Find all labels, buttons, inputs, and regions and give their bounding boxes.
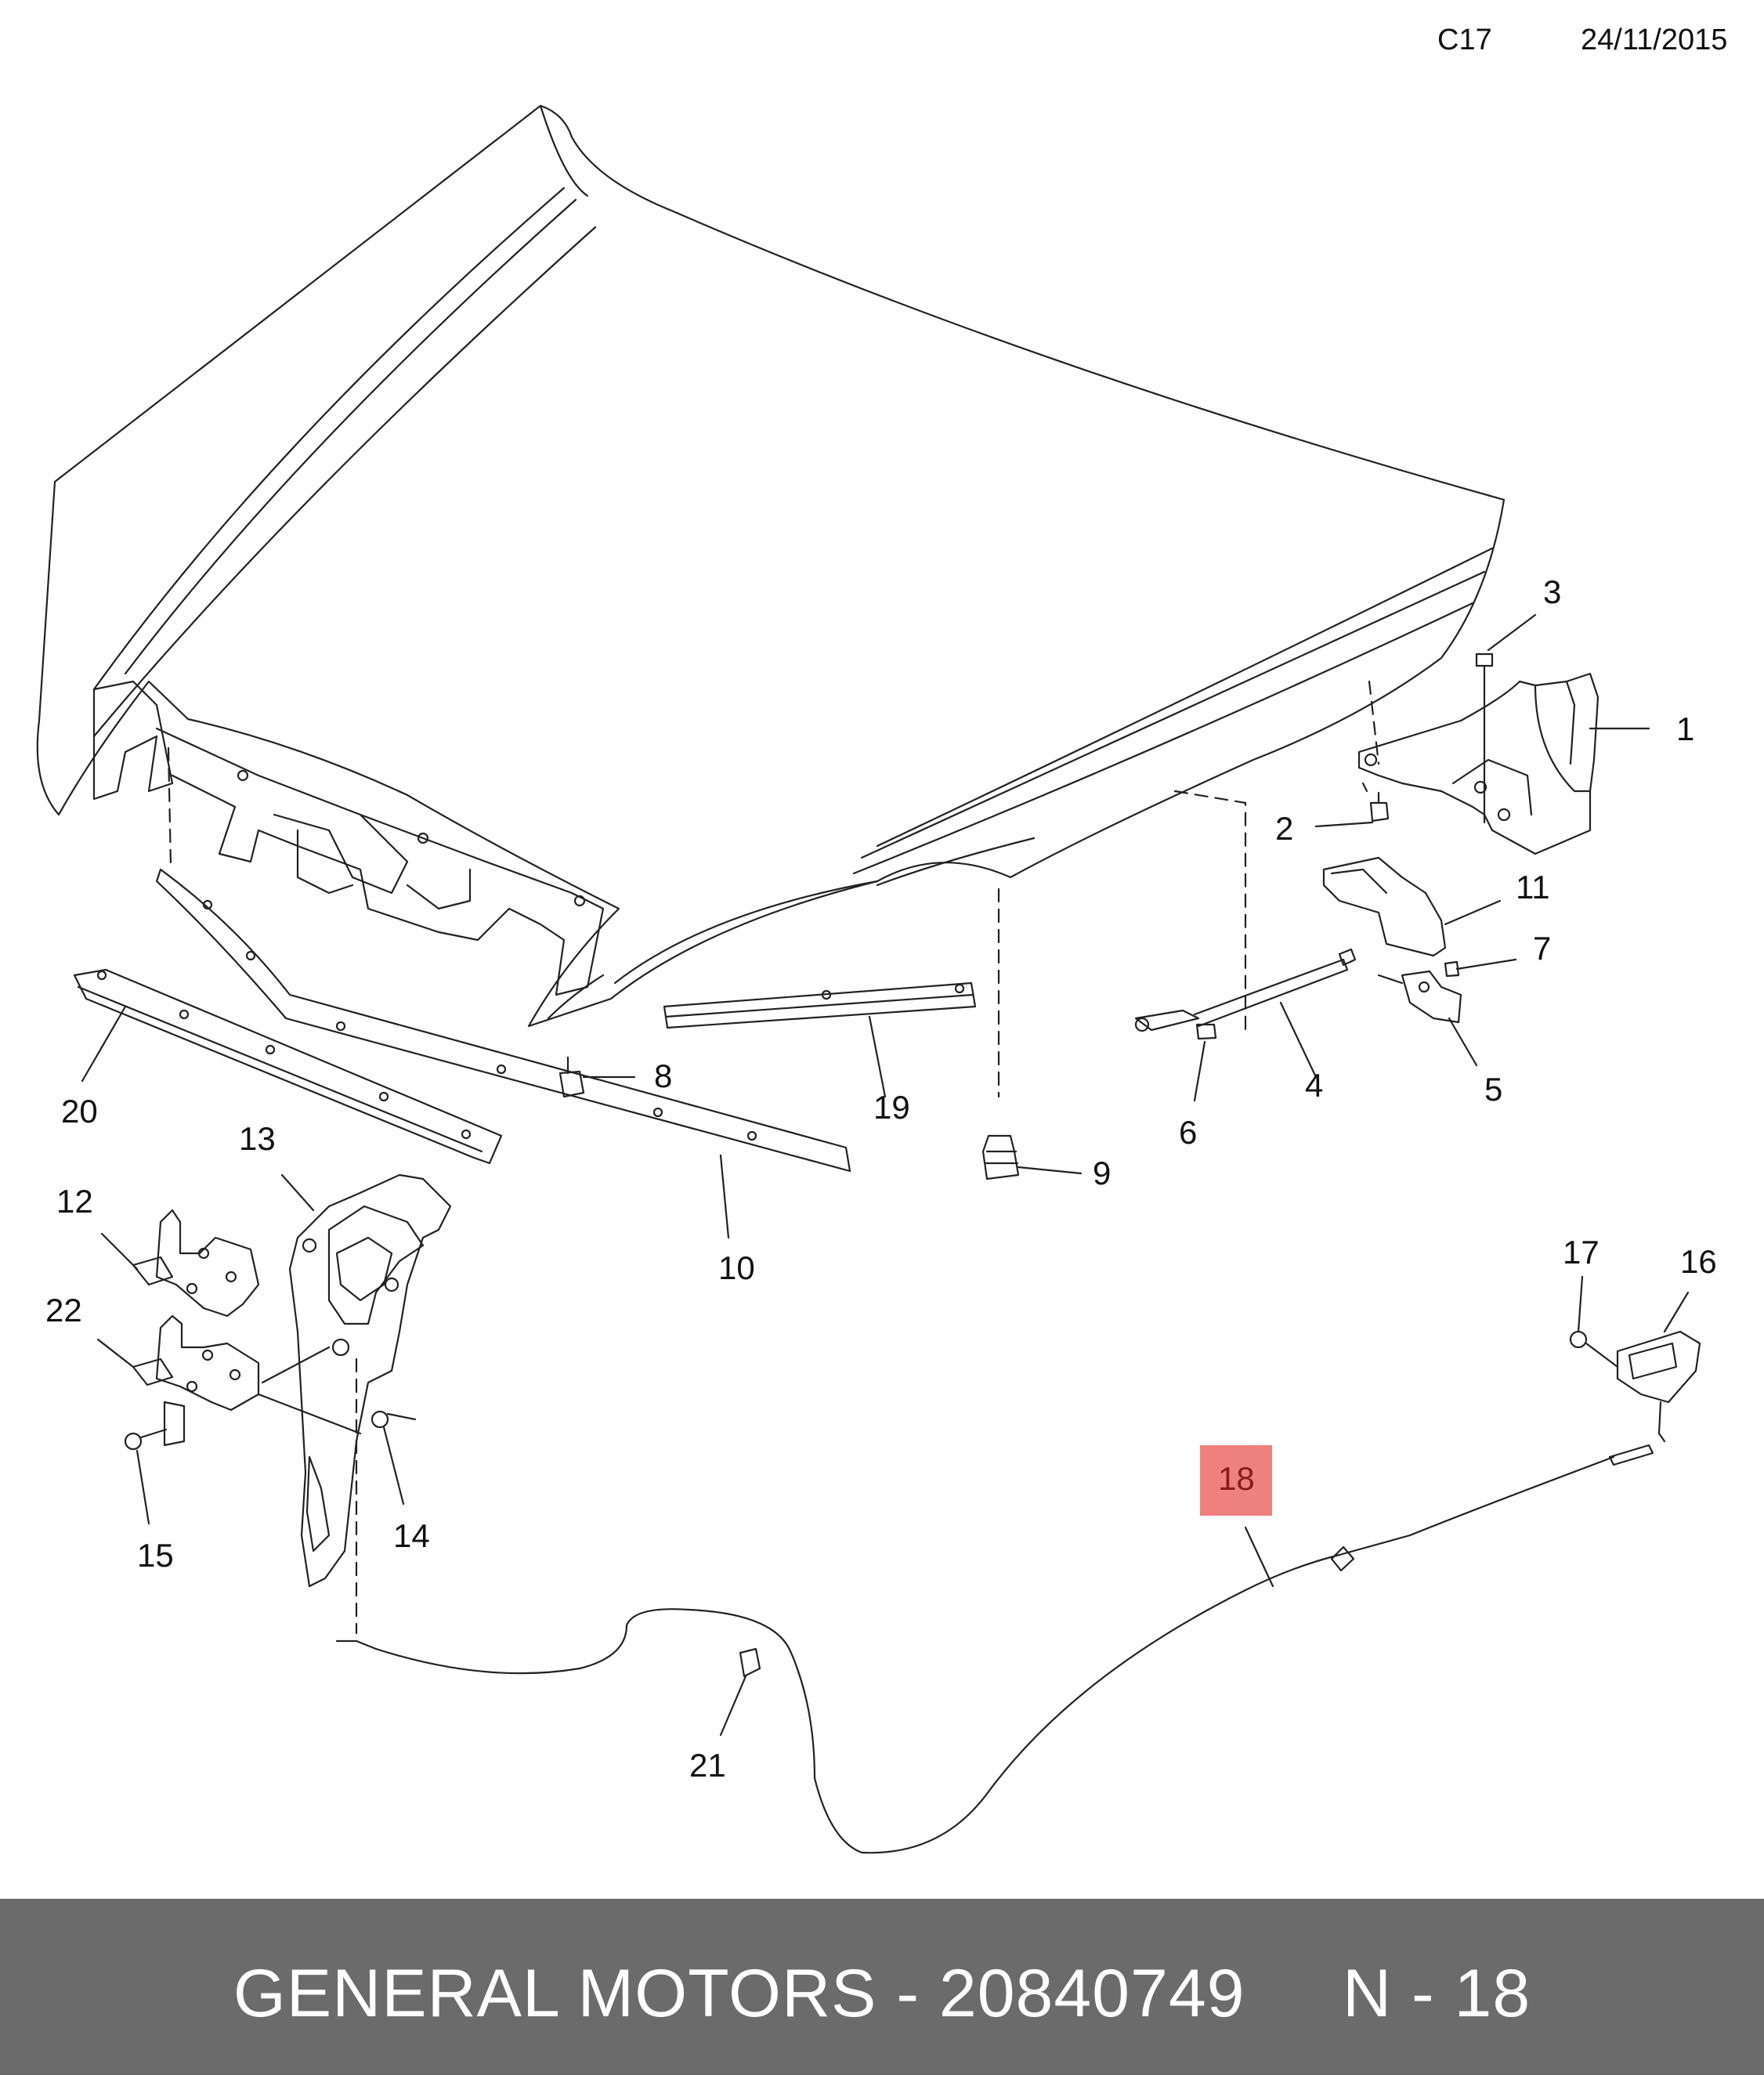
footer-part-number: 20840749 <box>938 1956 1245 2031</box>
callout-10: 10 <box>718 1249 755 1286</box>
footer-gap <box>1245 1956 1343 2031</box>
part-20-front-seal <box>73 968 503 1165</box>
part-18-cable <box>335 1444 1654 1854</box>
diagram-date: 24/11/2015 <box>1581 23 1728 56</box>
part-17-screw <box>1569 1275 1619 1368</box>
part-13-latch-support <box>280 1173 452 1588</box>
part-14-nut <box>371 1410 417 1506</box>
footer-ref-label: N - 18 <box>1342 1956 1531 2031</box>
diagram-code: C17 <box>1437 23 1492 56</box>
part-11-cover <box>1322 856 1502 957</box>
leader-dashes <box>167 680 1380 1635</box>
callout-7: 7 <box>1533 930 1551 967</box>
highlight-box-18 <box>1200 1445 1272 1516</box>
part-19-side-seal <box>663 981 977 1098</box>
part-22-latch <box>96 1314 362 1447</box>
callout-14: 14 <box>393 1517 430 1554</box>
part-9-bumper <box>981 1134 1083 1180</box>
part-4-strut <box>1134 948 1357 1079</box>
callout-20: 20 <box>61 1093 98 1130</box>
hood-parts-diagram: 1 2 3 4 5 6 7 8 9 10 11 12 13 14 15 16 1… <box>36 104 1717 1854</box>
callout-16: 16 <box>1680 1243 1717 1280</box>
part-10-rear-seal <box>155 868 851 1239</box>
part-8-bumper <box>558 1056 636 1098</box>
callout-15: 15 <box>137 1537 174 1574</box>
part-21-clip <box>719 1647 761 1737</box>
callout-9: 9 <box>1093 1155 1111 1191</box>
part-2-bolt <box>1314 791 1390 828</box>
callout-19: 19 <box>873 1089 910 1126</box>
part-1-hinge <box>1357 672 1650 855</box>
part-15-bolt <box>124 1428 168 1525</box>
part-16-handle <box>1616 1291 1701 1443</box>
callout-2: 2 <box>1275 810 1293 847</box>
callout-13: 13 <box>239 1120 276 1157</box>
hood-panel <box>36 104 1506 1028</box>
callout-18: 18 <box>1218 1460 1255 1497</box>
callout-21: 21 <box>689 1747 726 1784</box>
part-12-latch <box>100 1209 260 1318</box>
footer-caption: GENERAL MOTORS - 20840749 N - 18 <box>0 1955 1764 2033</box>
callout-17: 17 <box>1563 1234 1600 1271</box>
callout-11: 11 <box>1516 869 1550 906</box>
part-6-pin <box>1193 1023 1217 1102</box>
callout-6: 6 <box>1179 1114 1197 1151</box>
hood-inner-frame <box>92 680 605 996</box>
part-5-bracket <box>1377 970 1478 1067</box>
footer-brand: GENERAL MOTORS <box>233 1956 877 2031</box>
footer-separator: - <box>877 1956 939 2031</box>
callout-1: 1 <box>1676 710 1694 747</box>
callout-8: 8 <box>654 1057 672 1094</box>
footer-bar: GENERAL MOTORS - 20840749 N - 18 <box>0 1899 1764 2075</box>
callout-4: 4 <box>1305 1067 1323 1104</box>
callout-3: 3 <box>1543 573 1561 610</box>
callout-12: 12 <box>56 1183 93 1220</box>
part-3-bolt <box>1475 613 1537 824</box>
part-7-bolt <box>1444 958 1517 978</box>
callout-22: 22 <box>45 1292 82 1329</box>
callout-5: 5 <box>1484 1071 1502 1108</box>
